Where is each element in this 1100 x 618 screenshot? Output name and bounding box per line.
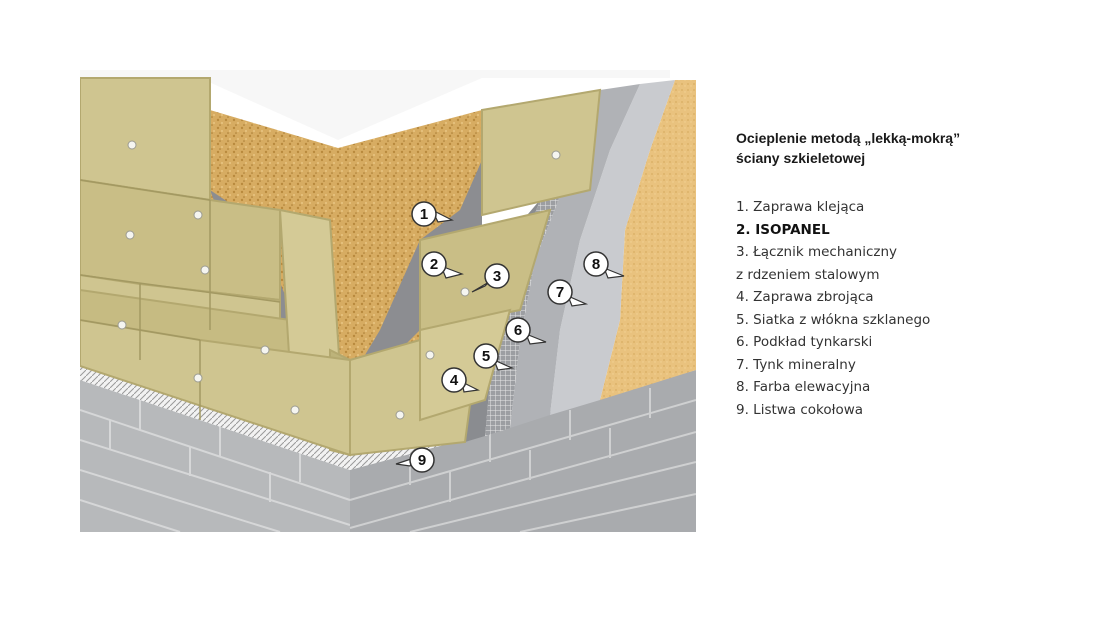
panel-joints-left bbox=[80, 179, 281, 420]
callout-1: 1 bbox=[411, 201, 454, 227]
callout-number: 2 bbox=[430, 256, 438, 273]
layers-diagram: 1 2 3 4 5 6 7 8 9 bbox=[80, 70, 696, 532]
callout-4: 4 bbox=[441, 367, 480, 393]
mineral-wool-left bbox=[80, 77, 351, 457]
callout-2: 2 bbox=[421, 251, 464, 279]
fiberglass-mesh-layer bbox=[485, 170, 570, 436]
legend-item: 5. Siatka z włókna szklanego bbox=[736, 311, 931, 328]
legend-item: 2. ISOPANEL bbox=[736, 221, 830, 238]
legend-item: 8. Farba elewacyjna bbox=[736, 379, 871, 395]
callout-6: 6 bbox=[505, 317, 547, 345]
base-strip bbox=[80, 366, 350, 470]
wall-insulation-illustration: 1 2 3 4 5 6 7 8 9 bbox=[80, 70, 696, 532]
legend-item: z rdzeniem stalowym bbox=[736, 266, 880, 283]
callout-number: 4 bbox=[450, 372, 459, 389]
top-plane bbox=[80, 70, 670, 140]
legend-item: 1. Zaprawa klejąca bbox=[736, 199, 865, 215]
callout-number: 5 bbox=[482, 348, 490, 365]
legend-item: 6. Podkład tynkarski bbox=[736, 334, 873, 350]
title-line-2: ściany szkieletowej bbox=[736, 150, 866, 166]
legend-panel: Ocieplenie metodą „lekką-mokrą” ściany s… bbox=[736, 128, 1076, 421]
mechanical-anchors bbox=[117, 140, 561, 420]
callout-number: 8 bbox=[592, 256, 600, 273]
figure-title: Ocieplenie metodą „lekką-mokrą” ściany s… bbox=[736, 128, 1076, 168]
callout-number: 3 bbox=[493, 268, 501, 285]
title-line-1: Ocieplenie metodą „lekką-mokrą” bbox=[736, 130, 961, 146]
legend-item: 7. Tynk mineralny bbox=[736, 356, 856, 373]
callout-number: 1 bbox=[420, 206, 428, 223]
legend-item: 9. Listwa cokołowa bbox=[736, 401, 864, 418]
callout-number: 6 bbox=[514, 322, 522, 339]
callout-7: 7 bbox=[547, 279, 589, 307]
callout-8: 8 bbox=[583, 251, 625, 279]
callout-9: 9 bbox=[395, 447, 435, 473]
legend-item: 3. Łącznik mechaniczny bbox=[736, 244, 898, 260]
callout-number: 7 bbox=[556, 284, 564, 301]
adhesive-layer-right bbox=[338, 160, 482, 400]
brick-base-left bbox=[80, 380, 351, 532]
paint-layer bbox=[600, 80, 696, 400]
legend-item: 4. Zaprawa zbrojąca bbox=[736, 289, 874, 305]
callout-5: 5 bbox=[473, 343, 515, 371]
callout-3: 3 bbox=[471, 263, 510, 293]
mineral-wool-right bbox=[349, 88, 602, 457]
mineral-plaster-layer bbox=[550, 80, 675, 415]
legend-list: 1. Zaprawa klejąca 2. ISOPANEL 3. Łącznik … bbox=[736, 196, 1076, 421]
callout-number: 9 bbox=[418, 452, 426, 469]
brick-base-right bbox=[349, 370, 696, 532]
